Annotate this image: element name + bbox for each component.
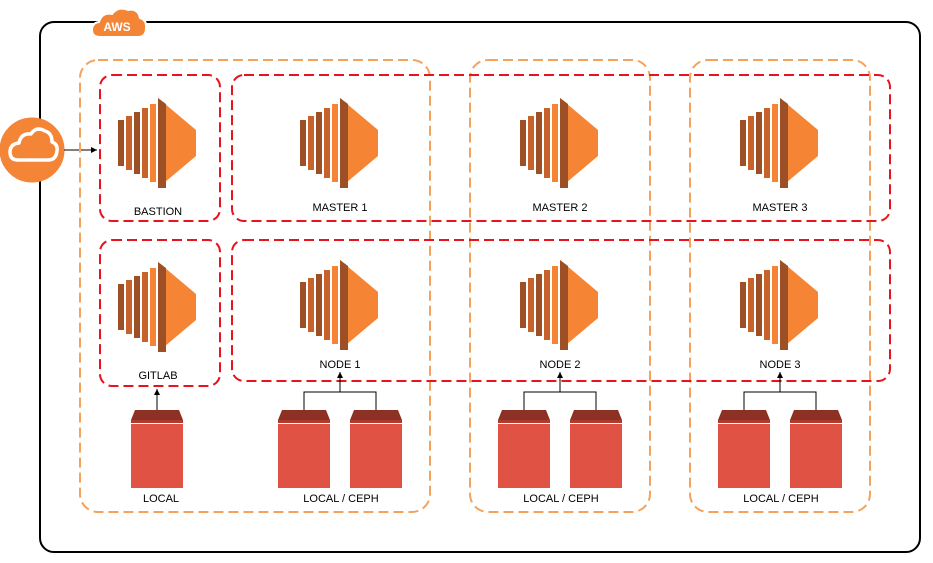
ec2-instance-icon bbox=[520, 98, 598, 188]
ec2-instance-icon bbox=[520, 260, 598, 350]
ec2-instance-icon bbox=[300, 260, 378, 350]
aws-label: AWS bbox=[103, 20, 130, 34]
aws-cloud-boundary bbox=[39, 21, 921, 553]
ebs-volume-icon bbox=[570, 410, 622, 488]
ec2-instance-icon bbox=[118, 262, 196, 352]
ec2-instance-icon bbox=[740, 98, 818, 188]
master-3-label: MASTER 3 bbox=[752, 202, 807, 214]
node-1-label: NODE 1 bbox=[320, 359, 361, 371]
ec2-instance-icon bbox=[300, 98, 378, 188]
node-3-storage: LOCAL / CEPH bbox=[718, 410, 842, 505]
zone-group-3 bbox=[689, 59, 871, 513]
bastion-instance: BASTION bbox=[118, 98, 196, 218]
master-1-instance: MASTER 1 bbox=[300, 98, 378, 214]
storage-connectors bbox=[154, 372, 817, 410]
node-1-storage-bracket bbox=[303, 391, 377, 410]
node-3-instance: NODE 3 bbox=[740, 260, 818, 371]
local-storage: LOCAL bbox=[131, 410, 183, 505]
internet-cloud-icon bbox=[0, 117, 65, 183]
ebs-volume-icon bbox=[350, 410, 402, 488]
local-storage-label: LOCAL bbox=[143, 493, 179, 505]
master-2-instance: MASTER 2 bbox=[520, 98, 598, 214]
master-3-instance: MASTER 3 bbox=[740, 98, 818, 214]
gitlab-instance: GITLAB bbox=[118, 262, 196, 382]
bastion-group bbox=[99, 74, 221, 222]
node-2-storage-label: LOCAL / CEPH bbox=[523, 493, 598, 505]
ec2-instance-icon bbox=[740, 260, 818, 350]
zone-group-2 bbox=[469, 59, 651, 513]
ebs-volume-icon bbox=[131, 410, 183, 488]
nodes-group bbox=[231, 239, 891, 382]
master-2-label: MASTER 2 bbox=[532, 202, 587, 214]
ebs-volume-icon bbox=[278, 410, 330, 488]
node-3-storage-bracket bbox=[743, 391, 817, 410]
gitlab-label: GITLAB bbox=[138, 370, 177, 382]
bastion-label: BASTION bbox=[134, 206, 182, 218]
ebs-volume-icon bbox=[790, 410, 842, 488]
masters-group bbox=[231, 74, 891, 222]
ebs-volume-icon bbox=[718, 410, 770, 488]
node-2-instance: NODE 2 bbox=[520, 260, 598, 371]
aws-cloud-badge-icon: AWS bbox=[90, 7, 148, 38]
node-2-storage-bracket bbox=[523, 391, 597, 410]
ec2-instance-icon bbox=[118, 98, 196, 188]
node-1-storage-label: LOCAL / CEPH bbox=[303, 493, 378, 505]
node-1-storage: LOCAL / CEPH bbox=[278, 410, 402, 505]
node-3-storage-label: LOCAL / CEPH bbox=[743, 493, 818, 505]
zone-group-1 bbox=[79, 59, 431, 513]
node-1-instance: NODE 1 bbox=[300, 260, 378, 371]
ebs-volume-icon bbox=[498, 410, 550, 488]
master-1-label: MASTER 1 bbox=[312, 202, 367, 214]
node-2-label: NODE 2 bbox=[540, 359, 581, 371]
gitlab-group bbox=[99, 239, 221, 387]
node-2-storage: LOCAL / CEPH bbox=[498, 410, 622, 505]
node-3-label: NODE 3 bbox=[760, 359, 801, 371]
